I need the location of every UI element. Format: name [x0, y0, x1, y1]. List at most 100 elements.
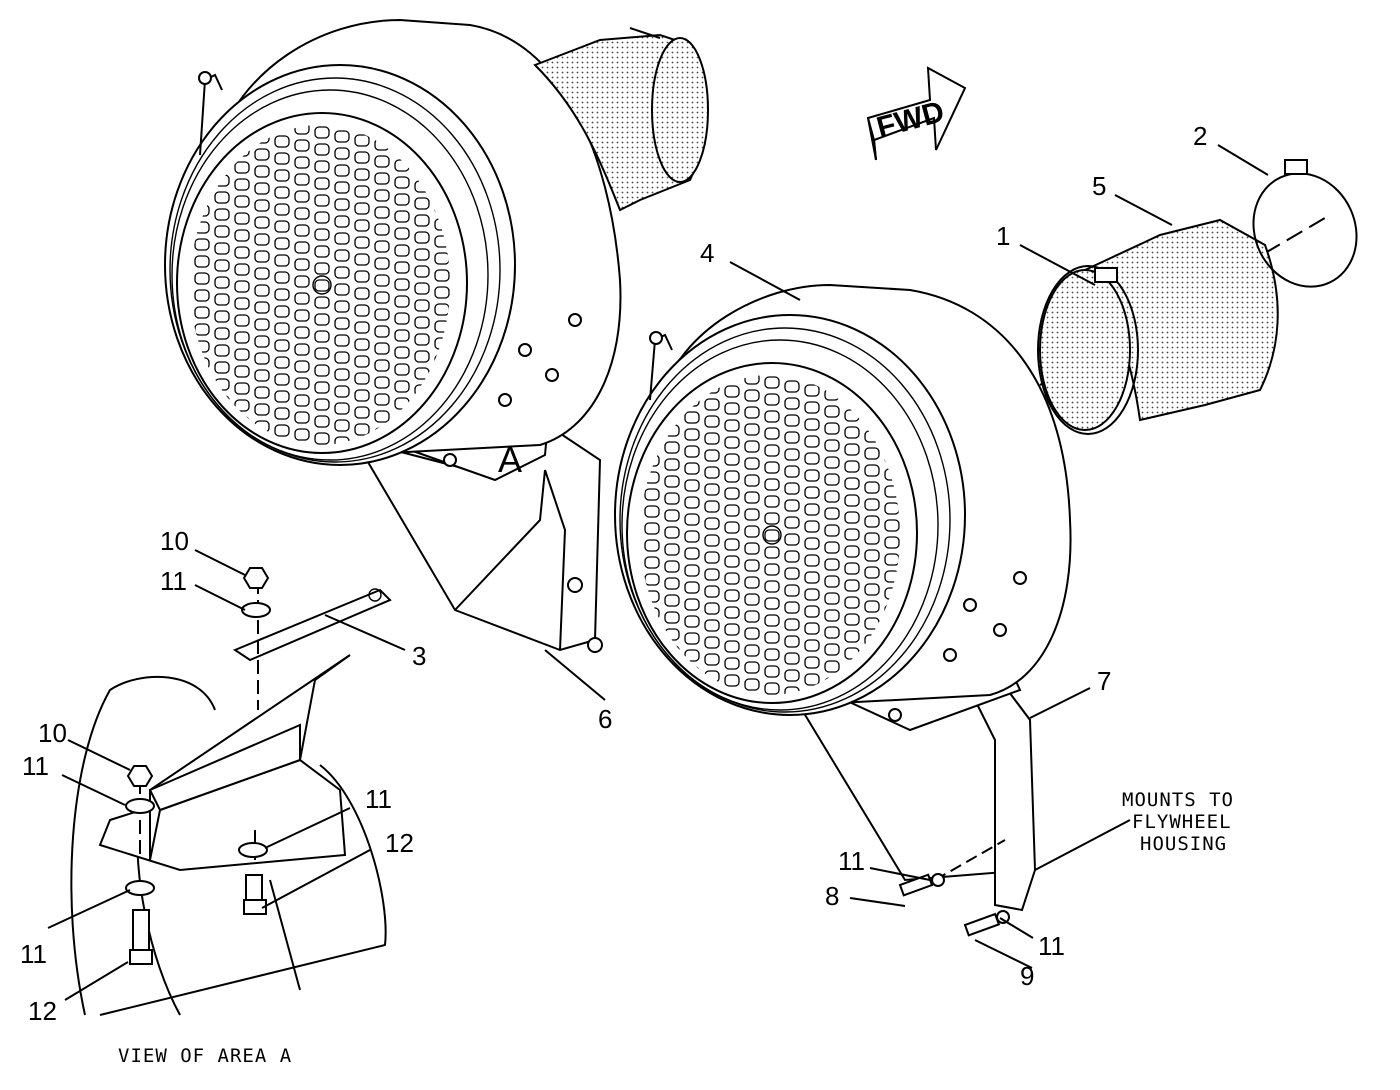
- grille-slot: [724, 674, 740, 687]
- grille-slot: [804, 656, 820, 669]
- grille-slot: [374, 359, 390, 372]
- grille-slot: [394, 329, 410, 342]
- grille-slot: [254, 403, 270, 416]
- grille-slot: [684, 530, 700, 543]
- grille-slot: [844, 511, 860, 524]
- grille-slot: [744, 610, 760, 623]
- callout-1: 1: [996, 221, 1010, 251]
- grille-slot: [194, 238, 210, 251]
- grille-slot: [314, 398, 330, 411]
- grille-slot: [804, 622, 820, 635]
- grille-slot: [704, 466, 720, 479]
- grille-slot: [334, 198, 350, 211]
- grille-slot: [664, 577, 680, 590]
- grille-slot: [684, 479, 700, 492]
- grille-slot: [644, 505, 660, 518]
- grille-slot: [254, 369, 270, 382]
- grille-slot: [394, 278, 410, 291]
- grille-slot: [334, 164, 350, 177]
- grille-slot: [334, 368, 350, 381]
- grille-slot: [864, 498, 880, 511]
- grille-slot: [374, 189, 390, 202]
- grille-slot: [844, 477, 860, 490]
- grille-slot: [764, 648, 780, 661]
- grille-slot: [724, 572, 740, 585]
- grille-slot: [744, 406, 760, 419]
- grille-slot: [744, 474, 760, 487]
- grille-slot: [254, 216, 270, 229]
- grille-slot: [664, 543, 680, 556]
- grille-slot: [804, 418, 820, 431]
- grille-slot: [764, 529, 780, 542]
- callout-11-top: 11: [160, 566, 187, 596]
- grille-slot: [374, 291, 390, 304]
- grille-slot: [684, 547, 700, 560]
- grille-slot: [214, 310, 230, 323]
- grille-slot: [764, 597, 780, 610]
- grille-slot: [354, 355, 370, 368]
- grille-slot: [804, 554, 820, 567]
- grille-slot: [704, 551, 720, 564]
- callout-11-bolt: 11: [838, 846, 865, 876]
- grille-slot: [294, 343, 310, 356]
- grille-slot: [414, 265, 430, 278]
- grille-slot: [274, 254, 290, 267]
- grille-slot: [354, 321, 370, 334]
- grille-slot: [314, 347, 330, 360]
- forward-arrow-icon: FWD: [866, 66, 967, 161]
- grille-slot: [334, 283, 350, 296]
- grille-slot: [214, 327, 230, 340]
- grille-slot: [764, 563, 780, 576]
- grille-slot: [334, 334, 350, 347]
- grille-slot: [374, 376, 390, 389]
- grille-slot: [314, 330, 330, 343]
- grille-slot: [824, 490, 840, 503]
- grille-slot: [354, 338, 370, 351]
- grille-slot: [764, 614, 780, 627]
- grille-slot: [764, 495, 780, 508]
- grille-slot: [334, 215, 350, 228]
- grille-slot: [394, 210, 410, 223]
- grille-slot: [374, 274, 390, 287]
- grille-slot: [784, 482, 800, 495]
- grille-slot: [414, 316, 430, 329]
- grille-slot: [724, 538, 740, 551]
- grille-slot: [884, 519, 900, 532]
- grille-slot: [234, 297, 250, 310]
- detail-view-area-a: [70, 567, 392, 1016]
- grille-slot: [644, 573, 660, 586]
- grille-slot: [294, 292, 310, 305]
- grille-slot: [784, 499, 800, 512]
- grille-slot: [234, 195, 250, 208]
- hose-clamp-2: [1252, 159, 1358, 288]
- grille-slot: [644, 488, 660, 501]
- grille-slot: [274, 220, 290, 233]
- grille-slot: [394, 193, 410, 206]
- grille-slot: [844, 562, 860, 575]
- grille-slot: [784, 414, 800, 427]
- grille-slot: [724, 419, 740, 432]
- leader-lines: [47, 144, 1269, 1001]
- grille-slot: [784, 533, 800, 546]
- grille-slot: [334, 147, 350, 160]
- grille-slot: [334, 317, 350, 330]
- grille-slot: [684, 496, 700, 509]
- grille-slot: [194, 306, 210, 319]
- grille-slot: [374, 342, 390, 355]
- grille-slot: [354, 287, 370, 300]
- grille-slot: [864, 481, 880, 494]
- grille-slot: [664, 492, 680, 505]
- callout-10-top: 10: [160, 526, 189, 556]
- grille-slot: [684, 513, 700, 526]
- grille-slot: [824, 592, 840, 605]
- grille-slot: [294, 428, 310, 441]
- grille-slot: [314, 381, 330, 394]
- grille-slot: [804, 605, 820, 618]
- note-line-1: MOUNTS TO: [1122, 789, 1234, 811]
- note-line-3: HOUSING: [1140, 833, 1227, 855]
- grille-slot: [744, 593, 760, 606]
- grille-slot: [684, 632, 700, 645]
- grille-slot: [804, 384, 820, 397]
- grille-slot: [374, 308, 390, 321]
- grille-slot: [884, 553, 900, 566]
